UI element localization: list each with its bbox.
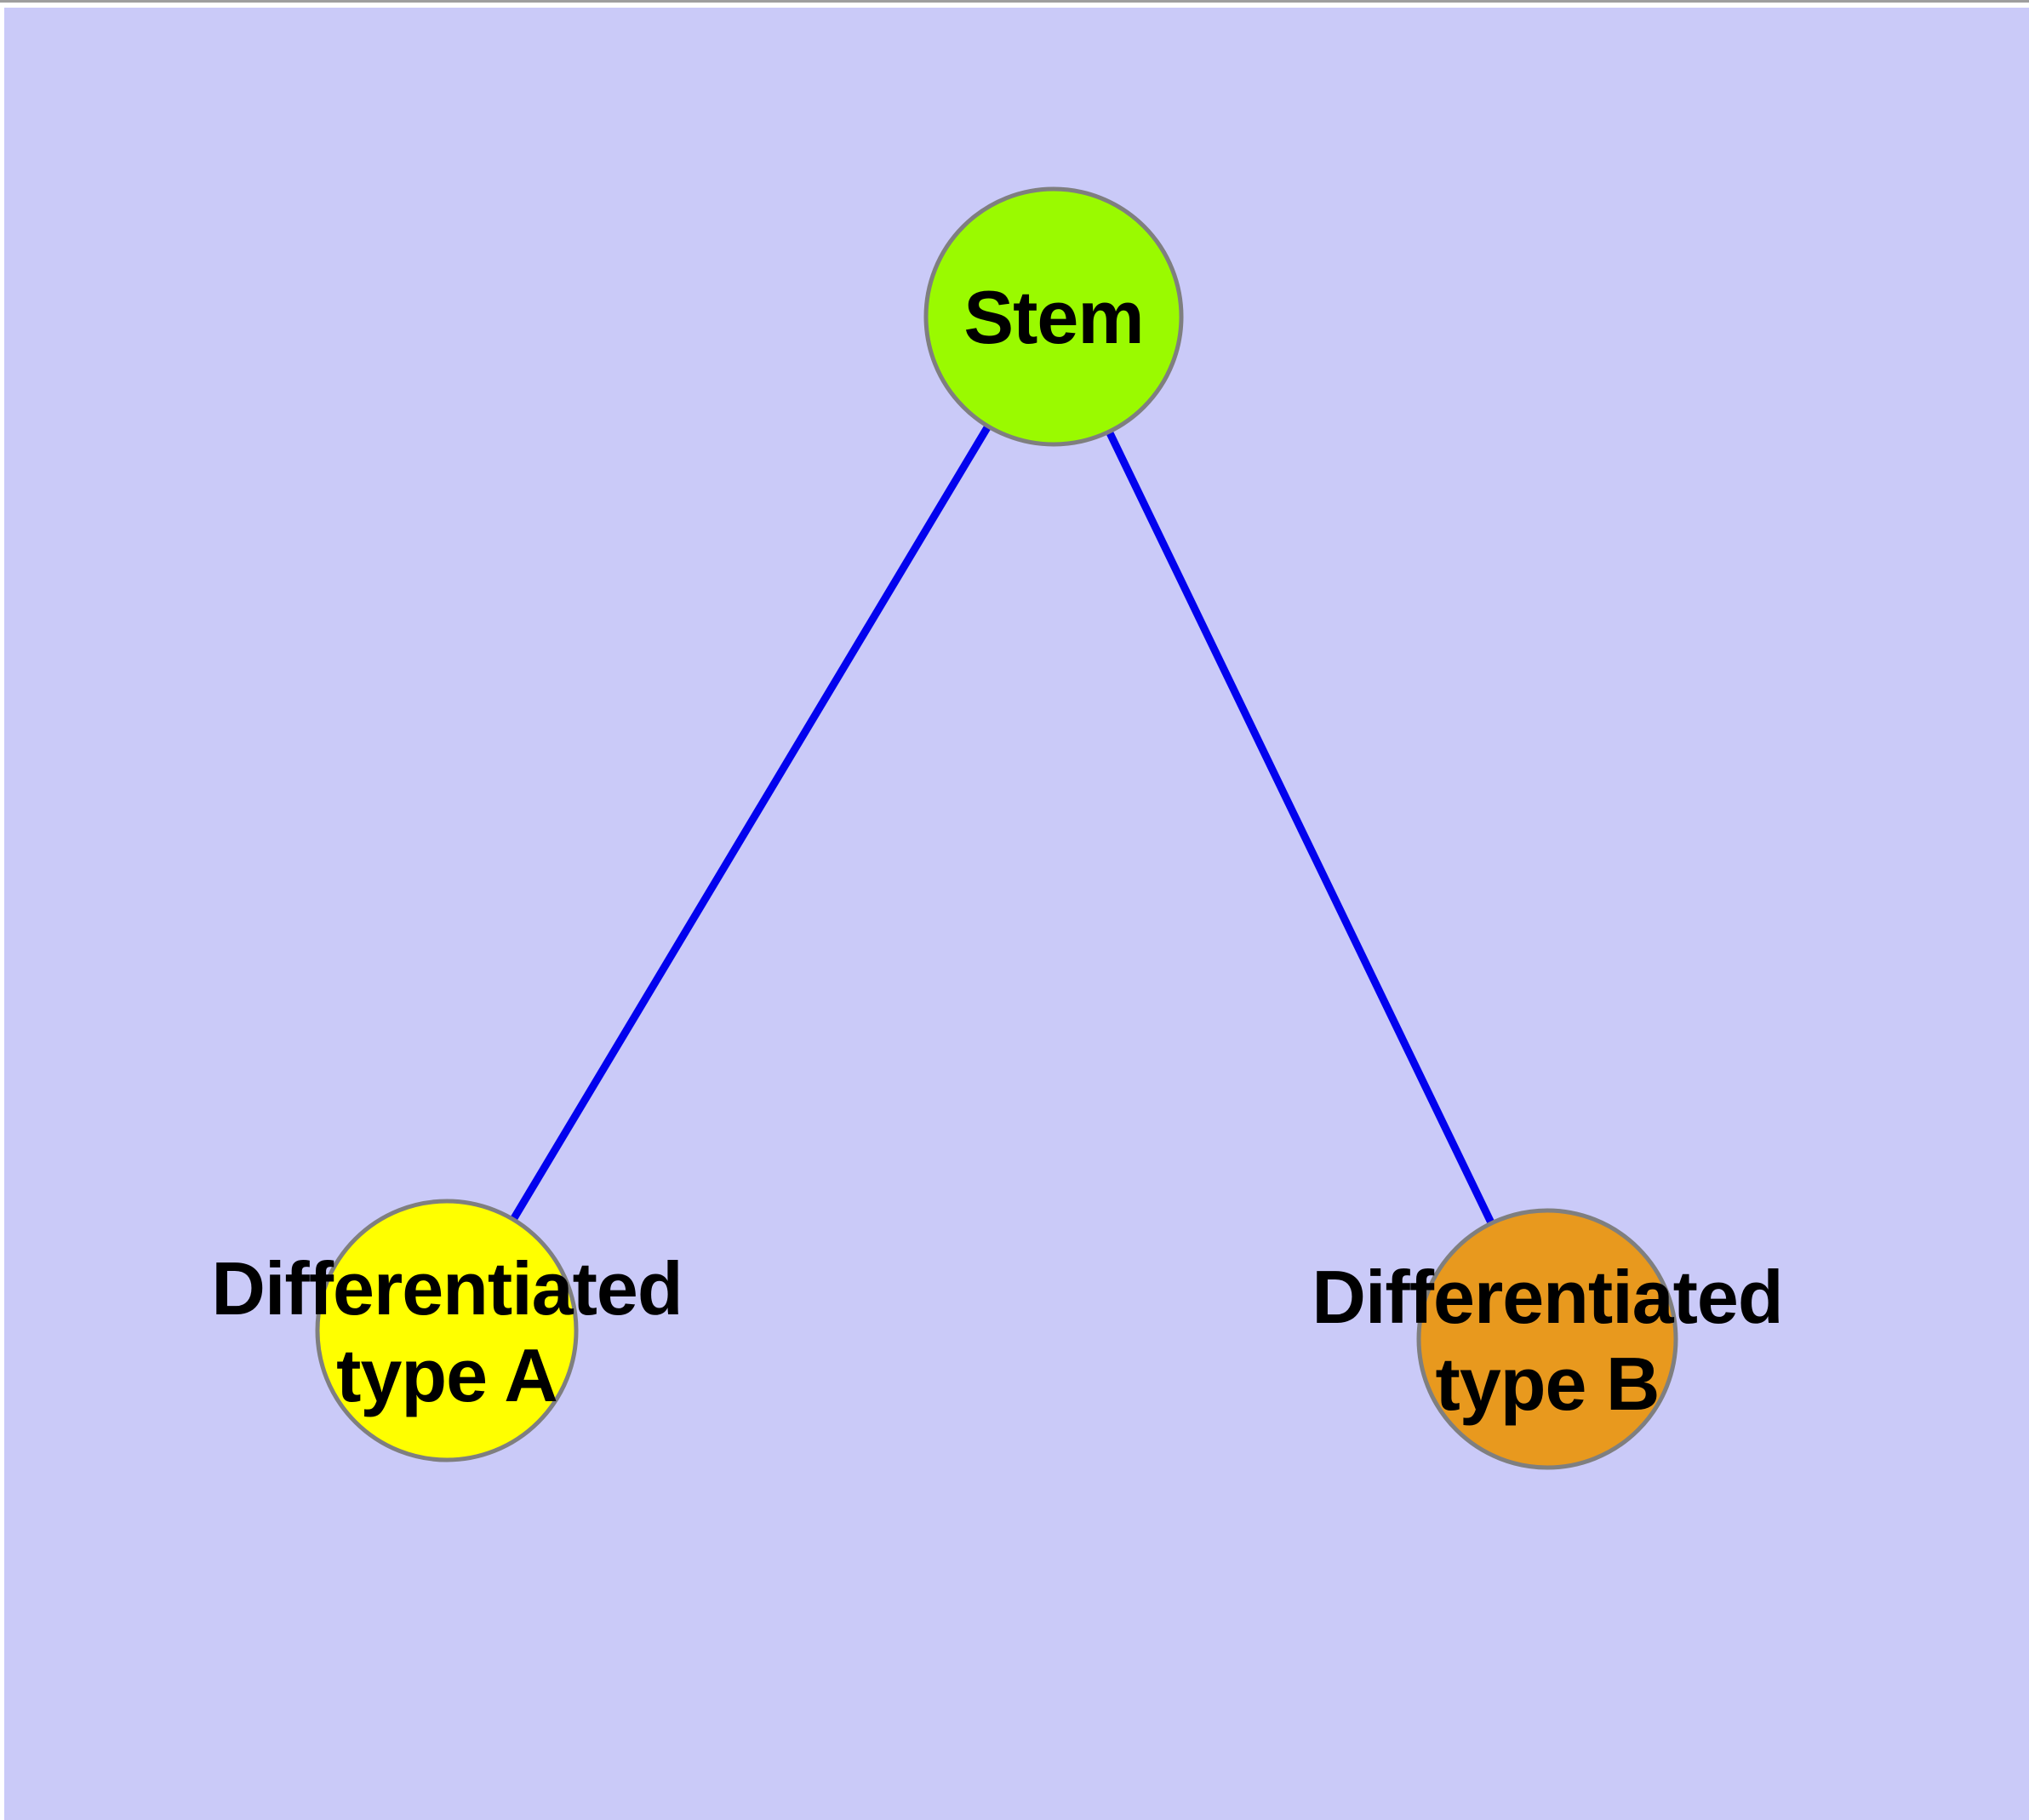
node-type-a-label-line2: type A — [336, 1333, 557, 1417]
node-type-b-label-line1: Differentiated — [1312, 1255, 1782, 1339]
graph-svg: Stem Differentiated type A Differentiate… — [211, 186, 1784, 1470]
node-stem-label: Stem — [963, 275, 1143, 359]
edge-stem-to-type-b — [1049, 315, 1552, 1341]
node-type-a-label-line1: Differentiated — [211, 1246, 682, 1331]
node-type-b-label-line2: type B — [1436, 1342, 1660, 1426]
graph-canvas: Stem Differentiated type A Differentiate… — [4, 8, 2029, 1820]
node-stem — [923, 186, 1184, 447]
edge-stem-to-type-a — [443, 314, 1057, 1333]
window-top-edge-line — [0, 0, 2029, 3]
node-differentiated-type-a — [315, 1199, 579, 1462]
node-differentiated-type-b — [1416, 1208, 1678, 1470]
